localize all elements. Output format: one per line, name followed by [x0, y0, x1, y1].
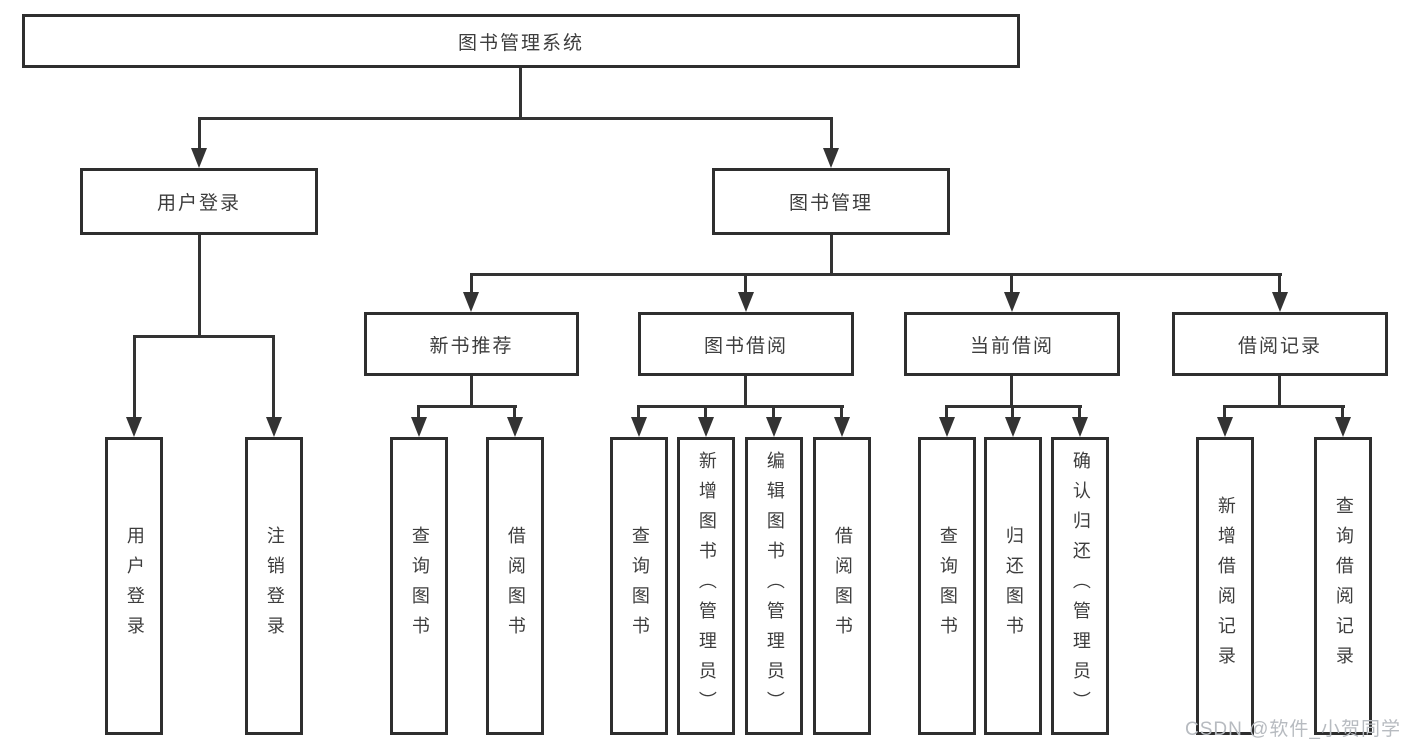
node-label: 新书推荐 — [429, 335, 514, 357]
connector-root-bar — [198, 117, 833, 120]
connector-drop — [1078, 405, 1081, 417]
node-label: 借阅记录 — [1237, 335, 1322, 357]
connector-drop — [704, 405, 707, 417]
arrow-down-icon — [834, 417, 850, 437]
node-root-library-system: 图书管理系统 — [22, 14, 1020, 68]
leaf-label: 新增图书（管理员） — [696, 451, 717, 721]
connector-drop — [513, 405, 516, 417]
connector-book-borrow-bar — [637, 405, 844, 408]
leaf-user-login: 用户登录 — [105, 437, 163, 735]
connector-drop-user-login — [198, 117, 201, 148]
leaf-label: 用户登录 — [124, 526, 145, 646]
connector-drop-current-borrow — [1010, 273, 1013, 292]
node-user-login: 用户登录 — [80, 168, 318, 235]
arrow-down-icon — [1005, 417, 1021, 437]
connector-drop — [772, 405, 775, 417]
connector-user-login-stem — [198, 235, 201, 335]
leaf-borrowing-add-book-admin: 新增图书（管理员） — [677, 437, 735, 735]
arrow-down-icon — [1272, 292, 1288, 312]
leaf-records-add-borrow-record: 新增借阅记录 — [1196, 437, 1254, 735]
connector-drop-leaf-logout — [272, 335, 275, 417]
arrow-down-icon — [1217, 417, 1233, 437]
connector-drop — [945, 405, 948, 417]
leaf-borrowing-borrow-book: 借阅图书 — [813, 437, 871, 735]
node-label: 图书管理 — [788, 193, 873, 214]
leaf-label: 查询图书 — [409, 526, 430, 646]
connector-drop-borrow-records — [1278, 273, 1281, 292]
csdn-watermark: CSDN @软件_小贺同学 — [1185, 719, 1401, 740]
node-label: 用户登录 — [156, 193, 241, 214]
connector-drop — [1011, 405, 1014, 417]
connector-drop — [840, 405, 843, 417]
node-borrow-records: 借阅记录 — [1172, 312, 1388, 376]
arrow-down-icon — [823, 148, 839, 168]
arrow-down-icon — [631, 417, 647, 437]
connector-book-mgmt-bar — [470, 273, 1282, 276]
leaf-current-query-book: 查询图书 — [918, 437, 976, 735]
leaf-label: 归还图书 — [1003, 526, 1024, 646]
leaf-records-query-borrow-record: 查询借阅记录 — [1314, 437, 1372, 735]
arrow-down-icon — [411, 417, 427, 437]
arrow-down-icon — [126, 417, 142, 437]
leaf-borrowing-edit-book-admin: 编辑图书（管理员） — [745, 437, 803, 735]
connector-current-borrow-stem — [1010, 376, 1013, 405]
leaf-label: 新增借阅记录 — [1215, 496, 1236, 676]
leaf-label: 借阅图书 — [832, 526, 853, 646]
connector-book-borrow-stem — [744, 376, 747, 405]
connector-drop-book-mgmt — [830, 117, 833, 148]
leaf-current-return-book: 归还图书 — [984, 437, 1042, 735]
connector-new-book-rec-bar — [417, 405, 517, 408]
connector-borrow-records-stem — [1278, 376, 1281, 405]
connector-drop — [637, 405, 640, 417]
leaf-label: 查询借阅记录 — [1333, 496, 1354, 676]
connector-new-book-rec-stem — [470, 376, 473, 405]
leaf-logout: 注销登录 — [245, 437, 303, 735]
connector-drop — [1223, 405, 1226, 417]
connector-drop-new-book-rec — [470, 273, 473, 292]
node-label: 图书借阅 — [703, 335, 788, 357]
node-new-book-recommend: 新书推荐 — [364, 312, 579, 376]
node-current-borrowing: 当前借阅 — [904, 312, 1120, 376]
arrow-down-icon — [507, 417, 523, 437]
node-label: 当前借阅 — [969, 335, 1054, 357]
arrow-down-icon — [1335, 417, 1351, 437]
arrow-down-icon — [1072, 417, 1088, 437]
arrow-down-icon — [191, 148, 207, 168]
arrow-down-icon — [266, 417, 282, 437]
connector-drop — [417, 405, 420, 417]
leaf-recommend-borrow-book: 借阅图书 — [486, 437, 544, 735]
arrow-down-icon — [463, 292, 479, 312]
leaf-label: 编辑图书（管理员） — [764, 451, 785, 721]
leaf-label: 注销登录 — [264, 526, 285, 646]
node-book-borrowing: 图书借阅 — [638, 312, 854, 376]
arrow-down-icon — [738, 292, 754, 312]
connector-drop — [1341, 405, 1344, 417]
connector-root-stem — [519, 68, 522, 117]
arrow-down-icon — [939, 417, 955, 437]
leaf-label: 查询图书 — [629, 526, 650, 646]
leaf-borrowing-query-book: 查询图书 — [610, 437, 668, 735]
connector-book-mgmt-stem — [830, 235, 833, 273]
leaf-recommend-query-book: 查询图书 — [390, 437, 448, 735]
connector-drop-book-borrow — [744, 273, 747, 292]
node-book-management: 图书管理 — [712, 168, 950, 235]
arrow-down-icon — [1004, 292, 1020, 312]
leaf-label: 借阅图书 — [505, 526, 526, 646]
arrow-down-icon — [766, 417, 782, 437]
connector-borrow-records-bar — [1223, 405, 1345, 408]
leaf-label: 查询图书 — [937, 526, 958, 646]
node-label: 图书管理系统 — [457, 32, 584, 54]
connector-drop-leaf-login — [133, 335, 136, 417]
leaf-label: 确认归还（管理员） — [1070, 451, 1091, 721]
connector-user-login-bar — [133, 335, 275, 338]
leaf-current-confirm-return-admin: 确认归还（管理员） — [1051, 437, 1109, 735]
arrow-down-icon — [698, 417, 714, 437]
